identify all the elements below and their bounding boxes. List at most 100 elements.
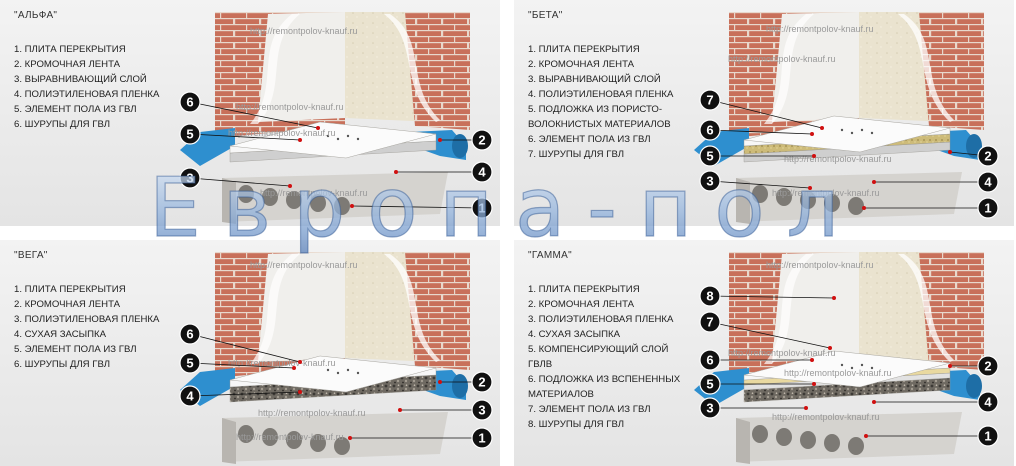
callout-marker [471,197,493,219]
callout-marker [179,123,201,145]
slab-hollow [752,425,768,443]
callout-marker [471,399,493,421]
legend-item: 3. ВЫРАВНИВАЮЩИЙ СЛОЙ [528,74,661,85]
callout-number: 5 [186,127,193,142]
callout-number: 1 [478,431,485,446]
small-watermark: http://remontpolov-knauf.ru [766,260,874,270]
callout-marker [977,171,999,193]
panel-title: "ГАММА" [528,250,572,261]
legend-item: 8. ШУРУПЫ ДЛЯ ГВЛ [528,419,625,430]
callout-number: 1 [984,201,991,216]
callout-number: 4 [984,395,992,410]
plaster-edge [250,14,300,124]
callout-marker [179,352,201,374]
slab-hollow [238,425,254,443]
slab-hollow [776,188,792,206]
small-watermark: http://remontpolov-knauf.ru [250,260,358,270]
legend-item: 2. КРОМОЧНАЯ ЛЕНТА [528,59,635,70]
callout-number: 5 [706,149,713,164]
callout-number: 4 [186,389,194,404]
callout-dot [350,204,354,208]
callout-number: 6 [186,95,193,110]
callout-number: 1 [984,429,991,444]
legend-item: МАТЕРИАЛОВ [528,389,594,400]
floor-slab [222,412,448,462]
callout-dot [348,436,352,440]
plaster-edge [250,254,300,364]
callout-number: 6 [706,353,713,368]
callout-marker [179,91,201,113]
callout-marker [977,355,999,377]
legend-item: ГВЛВ [528,359,553,370]
callout-dot [864,434,868,438]
plaster-edge [898,14,954,122]
callout-dot [820,126,824,130]
legend-item: 7. ЭЛЕМЕНТ ПОЛА ИЗ ГВЛ [528,404,651,415]
floor-slab [736,172,962,222]
callout-marker [699,285,721,307]
callout-dot [812,382,816,386]
screw [326,368,330,372]
callout-number: 5 [186,356,193,371]
small-watermark: http://remontpolov-knauf.ru [236,432,344,442]
legend-item: ВОЛОКНИСТЫХ МАТЕРИАЛОВ [528,119,671,130]
legend-item: 6. ШУРУПЫ ДЛЯ ГВЛ [14,119,111,130]
slab-hollow [824,434,840,452]
small-watermark: http://remontpolov-knauf.ru [250,26,358,36]
panel-title: "ВЕГА" [14,250,48,261]
callout-marker [699,145,721,167]
callout-number: 3 [478,403,485,418]
callout-dot [298,138,302,142]
slab-hollow [800,191,816,209]
callout-marker [699,89,721,111]
floor-diagram: http://remontpolov-knauf.ruhttp://remont… [694,12,999,224]
legend-item: 3. ВЫРАВНИВАЮЩИЙ СЛОЙ [14,74,147,85]
screw [870,131,874,135]
callout-dot [872,400,876,404]
callout-dot [948,150,952,154]
legend-item: 2. КРОМОЧНАЯ ЛЕНТА [528,299,635,310]
callout-line [189,333,301,363]
legend-item: 1. ПЛИТА ПЕРЕКРЫТИЯ [14,44,126,55]
callout-dot [298,390,302,394]
callout-number: 2 [984,359,991,374]
callout-marker [977,197,999,219]
legend-item: 5. КОМПЕНСИРУЮЩИЙ СЛОЙ [528,344,669,355]
small-watermark: http://remontpolov-knauf.ru [784,368,892,378]
slab-hollow [752,185,768,203]
callout-number: 2 [478,133,485,148]
slab-hollow [776,428,792,446]
floor-slab-edge [736,418,750,464]
legend-item: 2. КРОМОЧНАЯ ЛЕНТА [14,59,121,70]
callout-marker [179,323,201,345]
slab-hollow [848,437,864,455]
screw [346,134,350,138]
callout-marker [699,170,721,192]
legend-item: 6. ЭЛЕМЕНТ ПОЛА ИЗ ГВЛ [528,134,651,145]
legend-item: 1. ПЛИТА ПЕРЕКРЫТИЯ [528,284,640,295]
callout-number: 2 [984,149,991,164]
callout-number: 3 [706,174,713,189]
callout-dot [872,180,876,184]
callout-number: 6 [706,123,713,138]
callout-dot [288,184,292,188]
callout-marker [699,373,721,395]
callout-dot [862,206,866,210]
callout-dot [316,126,320,130]
callout-dot [804,406,808,410]
screw [860,363,864,367]
floor-slab [736,412,962,462]
callout-line [709,180,811,189]
floor-diagram: http://remontpolov-knauf.ru http://remont… [179,252,493,464]
callout-marker [699,349,721,371]
callout-dot [398,408,402,412]
legend-item: 3. ПОЛИЭТИЛЕНОВАЯ ПЛЕНКА [14,314,160,325]
screw [850,131,854,135]
small-watermark: http://remontpolov-knauf.ru [260,188,368,198]
callout-number: 7 [706,93,713,108]
callout-marker [977,391,999,413]
callout-number: 3 [706,401,713,416]
legend-item: 5. ПОДЛОЖКА ИЗ ПОРИСТО- [528,104,663,115]
panel-title: "БЕТА" [528,10,563,21]
